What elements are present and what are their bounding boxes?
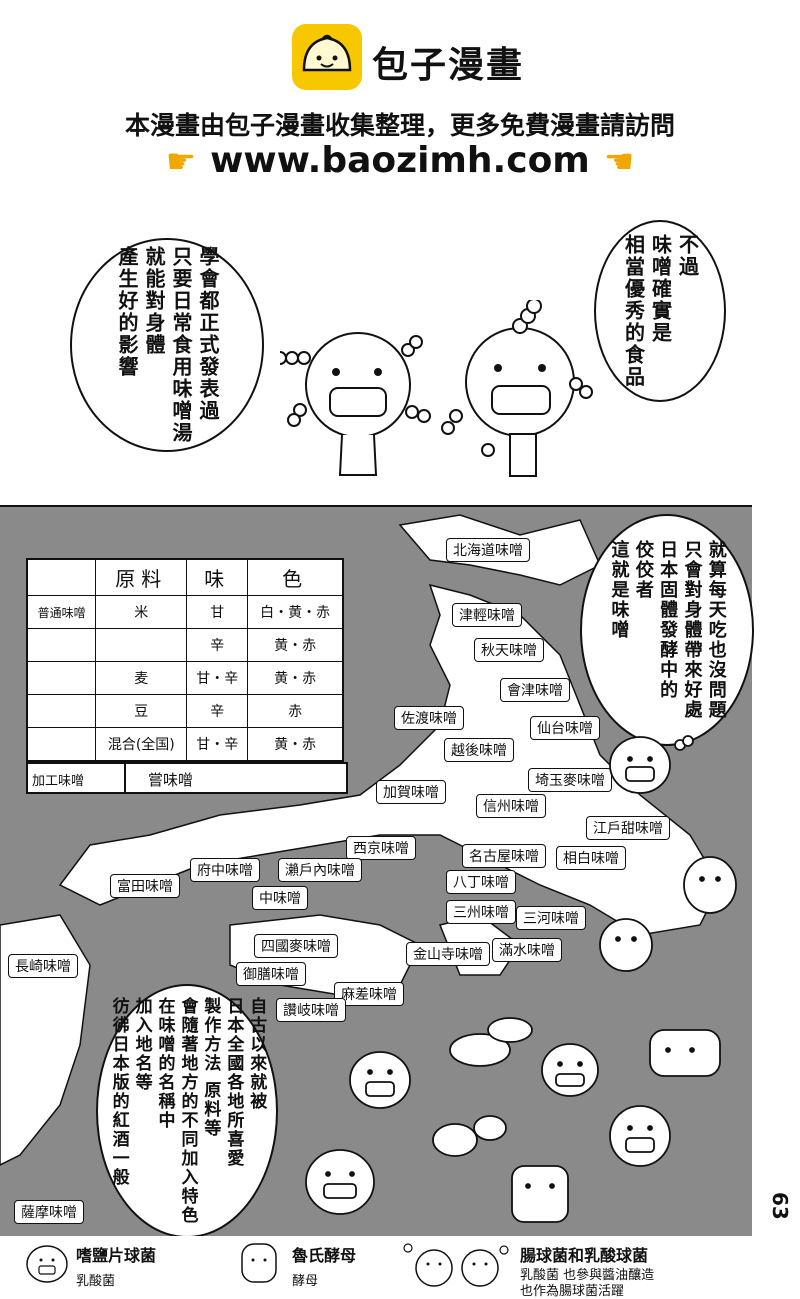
legend-taste: 甘・辛 — [186, 727, 249, 762]
map-label: 薩摩味噌 — [14, 1200, 84, 1224]
legend-color: 白・黄・赤 — [247, 595, 344, 629]
microbe-characters-illustration — [305, 1017, 721, 1223]
map-label: 秋天味噌 — [474, 638, 544, 662]
footer-item1-name: 嗜鹽片球菌 — [76, 1246, 157, 1265]
legend-header-color: 色 — [247, 558, 344, 596]
legend-category — [26, 727, 97, 762]
map-label: 三州味噌 — [446, 900, 516, 924]
map-label: 仙台味噌 — [530, 716, 600, 740]
map-label: 府中味噌 — [190, 858, 260, 882]
map-label: 四國麥味噌 — [254, 934, 338, 958]
site-url[interactable]: www.baozimh.com — [210, 140, 590, 181]
map-label: 長崎味噌 — [8, 954, 78, 978]
microbe-characters-right — [599, 735, 737, 972]
footer-glossary: 嗜鹽片球菌 乳酸菌 魯氏酵母 酵母 腸球菌和乳酸球菌 乳酸菌 也參與醬油釀造 也… — [0, 1236, 800, 1299]
map-label: 八丁味噌 — [446, 870, 516, 894]
legend-color: 黄・赤 — [247, 661, 344, 695]
legend-taste: 甘 — [186, 595, 249, 629]
map-label: 御膳味噌 — [236, 962, 306, 986]
map-label: 江戶甜味噌 — [586, 816, 670, 840]
speech-bubble-right: 不過 味噌確實是 相當優秀的食品 — [594, 220, 726, 402]
speech-bubble-bottom: 自古以來就被 日本全國各地所喜愛 製作方法 原料等 會隨著地方的不同加入特色 在… — [96, 984, 278, 1238]
page-number: 63 — [768, 1192, 792, 1220]
map-label: 信州味噌 — [476, 794, 546, 818]
map-label: 讚岐味噌 — [276, 998, 346, 1022]
speech-bubble-map: 就算每天吃也沒問題 只會對身體帶來好處 日本固體發酵中的 佼佼者 這就是味噌 — [580, 514, 754, 746]
enterococcus-lactococcus-icon — [403, 1243, 509, 1287]
map-label: 瀨戶內味噌 — [278, 858, 362, 882]
bubble-left-text: 學會都正式發表過 只要日常食用味噌湯 就能對身體 產生好的影響 — [115, 246, 220, 444]
map-label: 西京味噌 — [346, 836, 416, 860]
url-row: ☛ www.baozimh.com ☚ — [0, 140, 800, 182]
map-label: 名古屋味噌 — [462, 844, 546, 868]
legend-color: 黄・赤 — [247, 727, 344, 762]
map-label: 中味噌 — [252, 886, 308, 910]
divider — [124, 764, 126, 792]
legend-material — [95, 628, 188, 662]
legend-color: 赤 — [247, 694, 344, 728]
legend-category — [26, 628, 97, 662]
legend-material: 混合(全国) — [95, 727, 188, 762]
processed-miso-row: 加工味噌 嘗味噌 — [26, 762, 348, 794]
footer-item2-name: 魯氏酵母 — [292, 1246, 357, 1265]
bun-icon — [302, 34, 352, 72]
footer-item3-sub: 乳酸菌 也參與醬油釀造 — [520, 1268, 655, 1283]
pointing-hand-icon: ☛ — [165, 142, 197, 182]
processed-label: 加工味噌 — [32, 774, 85, 789]
map-label: 金山寺味噌 — [406, 942, 490, 966]
map-label: 津輕味噌 — [452, 603, 522, 627]
bubble-map-text: 就算每天吃也沒問題 只會對身體帶來好處 日本固體發酵中的 佼佼者 這就是味噌 — [608, 540, 727, 720]
map-label: 富田味噌 — [110, 874, 180, 898]
map-label: 相白味噌 — [556, 846, 626, 870]
character-right — [441, 300, 593, 477]
legend-category: 普通味噌 — [26, 595, 97, 629]
legend-material: 豆 — [95, 694, 188, 728]
map-label: 越後味噌 — [444, 738, 514, 762]
legend-category — [26, 661, 97, 695]
pointing-hand-icon: ☚ — [603, 142, 635, 182]
site-notice: 本漫畫由包子漫畫收集整理，更多免費漫畫請訪問 — [124, 111, 675, 140]
brand-name: 包子漫畫 — [372, 45, 525, 86]
footer-item1-sub: 乳酸菌 — [76, 1274, 116, 1289]
character-pair-illustration — [280, 300, 593, 477]
processed-value: 嘗味噌 — [148, 771, 194, 789]
speech-bubble-left: 學會都正式發表過 只要日常食用味噌湯 就能對身體 產生好的影響 — [70, 238, 264, 452]
map-label: 三河味噌 — [516, 906, 586, 930]
legend-material: 米 — [95, 595, 188, 629]
legend-color: 黄・赤 — [247, 628, 344, 662]
character-left — [280, 332, 431, 476]
legend-corner — [26, 558, 97, 596]
map-label: 埼玉麥味噌 — [528, 768, 612, 792]
footer-item2-sub: 酵母 — [292, 1274, 319, 1289]
map-label: 滿水味噌 — [492, 938, 562, 962]
yeast-icon — [241, 1243, 277, 1283]
bubble-bottom-text: 自古以來就被 日本全國各地所喜愛 製作方法 原料等 會隨著地方的不同加入特色 在… — [108, 997, 267, 1225]
pediococcus-icon — [26, 1245, 68, 1283]
bubble-right-text: 不過 味噌確實是 相當優秀的食品 — [621, 234, 700, 388]
footer-item3-name: 腸球菌和乳酸球菌 — [520, 1246, 649, 1265]
legend-taste: 辛 — [186, 694, 249, 728]
map-label: 加賀味噌 — [376, 780, 446, 804]
legend-header-taste: 味 — [186, 558, 249, 596]
legend-material: 麦 — [95, 661, 188, 695]
legend-header-material: 原料 — [95, 558, 188, 596]
legend-category — [26, 694, 97, 728]
miso-legend-table: 原料 味 色 普通味噌 米 甘 白・黄・赤 辛 黄・赤 麦 甘・辛 黄・赤 豆 … — [26, 558, 344, 762]
legend-taste: 甘・辛 — [186, 661, 249, 695]
map-label: 佐渡味噌 — [394, 706, 464, 730]
legend-taste: 辛 — [186, 628, 249, 662]
footer-item3-sub2: 也作為腸球菌活躍 — [520, 1284, 625, 1299]
logo — [292, 24, 362, 90]
map-label: 會津味噌 — [500, 678, 570, 702]
map-label: 北海道味噌 — [446, 538, 530, 562]
